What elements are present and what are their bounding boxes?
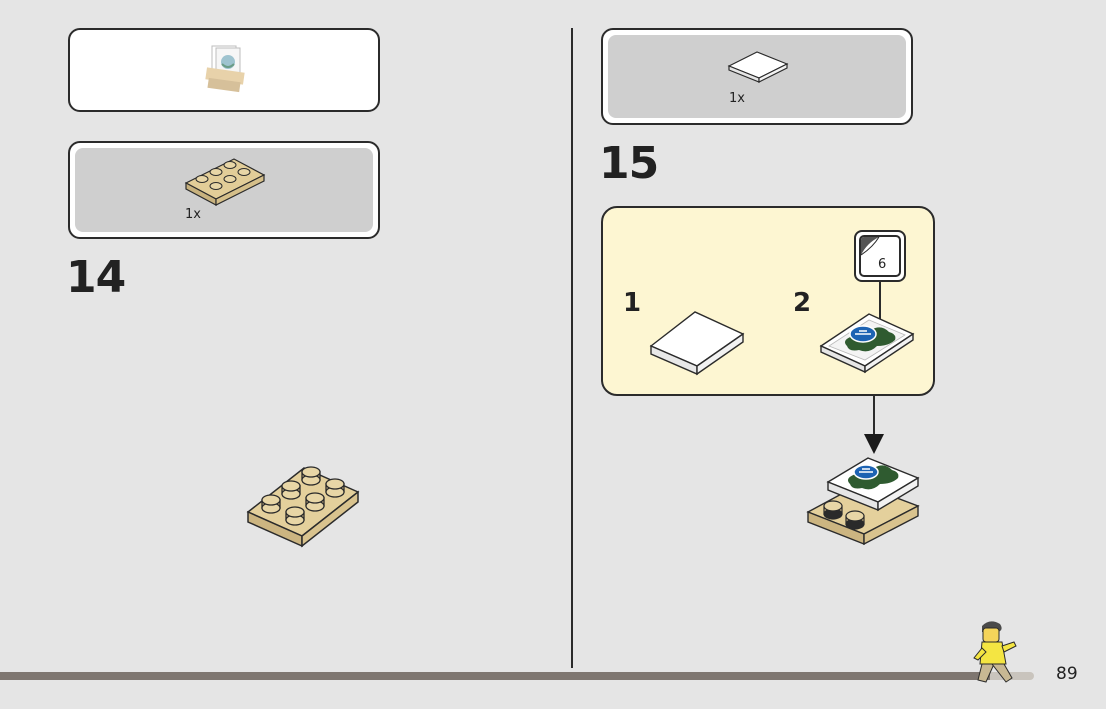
callout-line [879,282,881,328]
sticker-number: 6 [878,257,887,272]
part-quantity: 1x [185,207,201,222]
sticker-sheet-box [68,28,380,112]
substep-2-label: 2 [793,288,812,318]
sticker-sheet-icon [205,45,245,93]
substep-box: 1 2 6 [601,206,935,396]
white-tile-2x2-icon [727,51,789,83]
white-tile-icon [649,311,745,376]
sticker-peel-icon [861,237,880,256]
stickered-tile-icon [819,313,915,374]
tan-plate-assembly-icon [246,466,360,548]
assembly-result-icon [806,457,920,546]
footer-progress-remainder [990,672,1034,680]
part-quantity: 1x [729,91,745,106]
page-number: 89 [1056,664,1078,684]
parts-box-left: 1x [68,141,380,239]
substep-1-label: 1 [623,288,642,318]
step-number-15: 15 [599,138,659,189]
step-number-14: 14 [66,252,126,303]
down-arrow-icon [864,396,884,454]
tan-plate-2x3-icon [184,158,266,206]
sticker-callout: 6 [854,230,906,282]
parts-box-right: 1x [601,28,913,125]
minifigure-runner-icon [973,621,1017,683]
page-divider [571,28,573,668]
footer-progress-bar [0,672,1032,680]
